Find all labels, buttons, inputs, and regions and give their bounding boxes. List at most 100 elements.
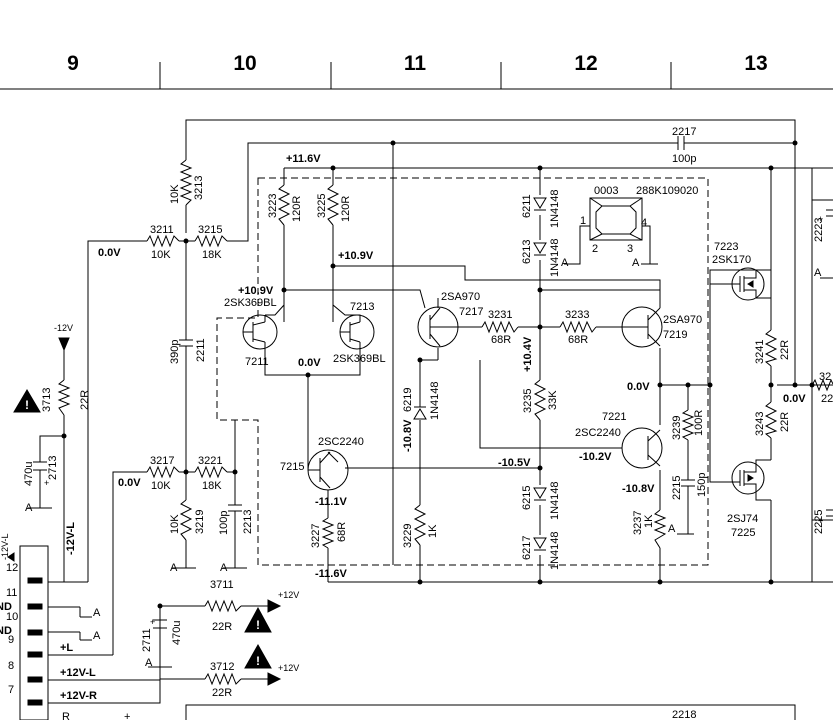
label-3225-value: 120R — [340, 196, 352, 222]
voltage-labels: +11.6V +10.9V +10.9V +10.4V -10.8V -10.5… — [98, 153, 806, 580]
voltage-plus10-9: +10.9V — [338, 250, 374, 262]
label-3231-ref: 3231 — [488, 309, 512, 321]
label-3223-value: 120R — [291, 196, 303, 222]
ground-label: A — [25, 502, 33, 514]
warning-icon — [244, 643, 272, 669]
label-3227-value: 68R — [336, 522, 348, 542]
resistor-3229 — [413, 504, 427, 546]
capacitors: + + + + — [33, 136, 833, 642]
label-2223-ref: 2223 — [813, 218, 825, 242]
label-2213-ref: 2213 — [242, 510, 254, 534]
label-7225-part: 2SJ74 — [727, 513, 758, 525]
voltage-minus11-1: -11.1V — [315, 496, 347, 508]
column-10: 10 — [233, 52, 256, 75]
label-2713-value: 470u — [23, 462, 35, 486]
voltage-plus10-4: +10.4V — [522, 336, 534, 372]
resistor-3215 — [194, 234, 228, 248]
capacitor-plus-mark: + — [124, 711, 130, 720]
jfet-7211 — [242, 290, 285, 350]
pin-8: 8 — [8, 660, 14, 672]
net-label-minus12vl: -12V-L — [65, 522, 77, 555]
label-3221-ref: 3221 — [198, 455, 222, 467]
resistor-3233 — [559, 320, 597, 334]
ground-label: A — [220, 562, 228, 574]
label-7221-part: 2SC2240 — [575, 427, 621, 439]
capacitor-2223: + — [818, 209, 833, 224]
label-3239-ref: 3239 — [671, 416, 683, 440]
net-label-plus12vl: +12V-L — [60, 667, 96, 679]
ground-label: A — [93, 630, 101, 642]
voltage-zero: 0.0V — [783, 393, 806, 405]
label-32x-value: 22 — [821, 393, 833, 405]
label-2225-ref: 2225 — [813, 510, 825, 534]
diode-6215 — [533, 487, 547, 501]
label-7213-part: 2SK369BL — [333, 353, 386, 365]
label-6211-ref: 6211 — [521, 194, 533, 218]
resistor-3217 — [146, 465, 180, 479]
capacitor-2711: + — [150, 617, 167, 642]
ground-label: A — [561, 257, 569, 269]
label-6219-ref: 6219 — [402, 388, 414, 412]
warning-icon — [13, 389, 41, 413]
ground-symbols — [28, 277, 833, 668]
column-13: 13 — [744, 52, 767, 75]
label-3235-ref: 3235 — [522, 389, 534, 413]
capacitor-2211 — [179, 339, 193, 360]
voltage-plus11-6: +11.6V — [286, 153, 321, 165]
label-3221-value: 18K — [202, 480, 222, 492]
label-2211-ref: 2211 — [195, 338, 207, 362]
label-7217-part: 2SA970 — [441, 291, 480, 303]
label-3231-value: 68R — [491, 334, 511, 346]
net-label-minus12vl: -12V-L — [0, 533, 10, 560]
resistor-3227 — [321, 517, 335, 549]
resistor-32x — [811, 378, 833, 392]
module-outline — [216, 177, 709, 566]
svg-text:+: + — [818, 516, 823, 526]
label-7215-part: 2SC2240 — [318, 436, 364, 448]
module-0003 — [564, 197, 658, 265]
wiring — [39, 119, 833, 720]
label-3241-ref: 3241 — [754, 340, 766, 364]
supply-labels: -12V +12V +12V A A A A A A A A A A — [25, 257, 822, 673]
label-3712-value: 22R — [212, 687, 232, 699]
label-3225-ref: 3225 — [316, 194, 328, 218]
label-3219-value: 10K — [169, 514, 181, 534]
label-0003-pin3: 3 — [627, 243, 633, 255]
label-3713-value: 22R — [79, 390, 91, 410]
net-label-plus-l: +L — [60, 642, 73, 654]
label-7215-ref: 7215 — [280, 461, 304, 473]
resistor-3237 — [653, 509, 667, 549]
diodes — [413, 197, 547, 551]
label-2215-value: 150p — [696, 473, 708, 497]
net-label-plus12vr: +12V-R — [60, 690, 97, 702]
label-6213-ref: 6213 — [521, 240, 533, 264]
ground-label: A — [668, 523, 676, 535]
label-3233-value: 68R — [568, 334, 588, 346]
label-2711-value: 470u — [171, 621, 183, 645]
capacitor-2217 — [660, 136, 705, 150]
mosfet-7223 — [730, 267, 772, 330]
warning-icon: ! — [25, 398, 29, 412]
supply-minus12v: -12V — [54, 323, 73, 333]
voltage-minus11-6: -11.6V — [315, 568, 347, 580]
svg-text:+: + — [44, 478, 49, 488]
label-2713-ref: 2713 — [47, 456, 59, 480]
resistor-3231 — [481, 320, 519, 334]
ground-label: A — [145, 657, 153, 669]
warning-icon: ! — [256, 654, 260, 668]
diode-6211 — [533, 197, 547, 211]
resistor-3235 — [533, 379, 547, 421]
label-3233-ref: 3233 — [565, 309, 589, 321]
resistor-3239 — [681, 409, 695, 441]
label-7225-ref: 7225 — [731, 527, 755, 539]
label-7211-ref: 7211 — [245, 356, 269, 368]
label-3712-ref: 3712 — [210, 661, 234, 673]
label-7223-part: 2SK170 — [712, 254, 751, 266]
voltage-minus10-8: -10.8V — [622, 483, 655, 495]
bjt-7219 — [621, 306, 663, 348]
supply-plus12v: +12V — [278, 663, 299, 673]
label-2217-ref: 2217 — [672, 126, 696, 138]
connector: 12 11 10 9 8 7 ND ND -12V-L -12V-L +L +1… — [0, 522, 130, 720]
pin-11: 11 — [6, 587, 17, 599]
